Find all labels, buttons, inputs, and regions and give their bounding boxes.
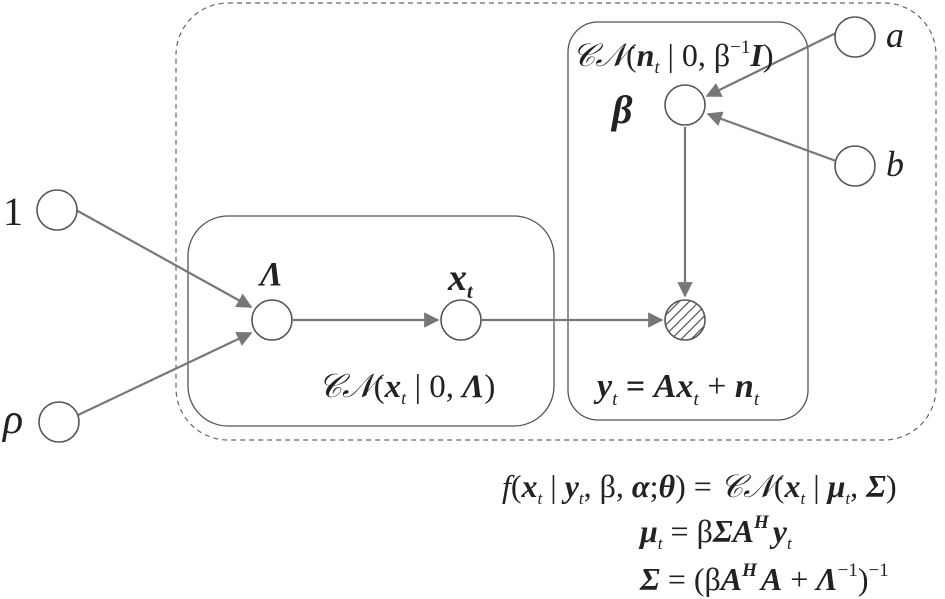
label-rho: ρ [1, 397, 23, 443]
label-one: 1 [3, 189, 23, 234]
label-lambda: Λ [258, 256, 283, 293]
edge-a-to-beta [705, 32, 837, 97]
node-beta [664, 84, 706, 126]
noise-plate [567, 21, 809, 421]
posterior-equation: f(xt | yt, β, α;θ) = 𝒞𝒩(xt | μt, Σ) [502, 467, 897, 508]
node-one [36, 189, 78, 231]
edge-one-to-lambda [75, 209, 253, 308]
edge-b-to-beta [706, 111, 837, 163]
label-x: xt [447, 257, 474, 303]
x-prior-formula: 𝒞𝒩(xt | 0, Λ) [318, 366, 495, 408]
node-rho [38, 401, 80, 443]
outer-plate [175, 2, 937, 441]
node-x [440, 299, 482, 341]
label-a: a [886, 15, 904, 55]
node-y-observed [664, 299, 706, 341]
node-a [834, 16, 876, 58]
edge-rho-to-lambda [77, 331, 253, 416]
node-lambda [251, 299, 293, 341]
label-b: b [886, 144, 904, 184]
noise-formula: 𝒞𝒩(nt | 0, β−1I) [572, 36, 773, 77]
observation-formula: yt = Axt + nt [593, 368, 760, 410]
node-b [834, 145, 876, 187]
label-beta: β [610, 87, 633, 132]
